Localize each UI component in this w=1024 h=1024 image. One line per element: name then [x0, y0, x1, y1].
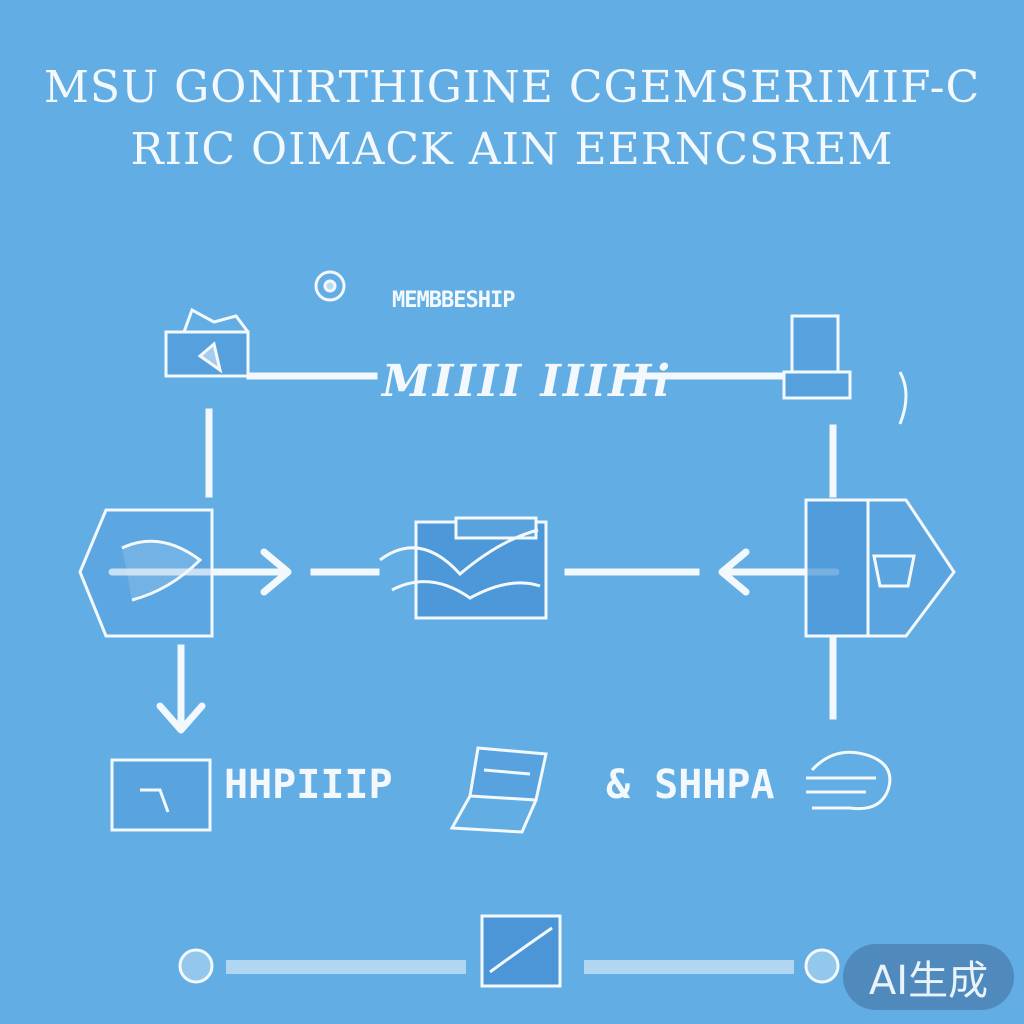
box-icon [449, 746, 548, 834]
left-hexagon-node [78, 508, 214, 638]
bottom-left-label: HHPIIIP [224, 762, 393, 808]
bottom-bars-left [226, 960, 466, 974]
printer-icon [782, 314, 908, 425]
arrowheads [108, 548, 840, 734]
title-line-2: RIIC OIMACK AIN EERNCSREM [130, 124, 894, 175]
bottom-right-label: & SHHPA [606, 762, 775, 808]
membership-label: MEMBBESHIP [392, 288, 515, 313]
folder-icon [110, 758, 212, 832]
cloud-icon [806, 750, 892, 811]
down-arrowhead-icon [156, 702, 206, 734]
bottom-bars-right [584, 960, 794, 974]
globe-icon [314, 270, 346, 302]
cube-icon [379, 516, 548, 620]
connector-lines [177, 372, 837, 728]
right-hexagon-node [804, 498, 956, 638]
bottom-row [178, 914, 840, 988]
ai-generated-badge: AI生成 [843, 944, 1014, 1010]
title-line-1: MSU GONIRTHIGINE CGEMSERIMIF-C [43, 62, 981, 113]
right-round-icon [804, 948, 840, 984]
document-icon [164, 307, 250, 378]
top-center-label: MIIII IIIIIi [382, 356, 672, 407]
left-round-icon [178, 948, 214, 984]
